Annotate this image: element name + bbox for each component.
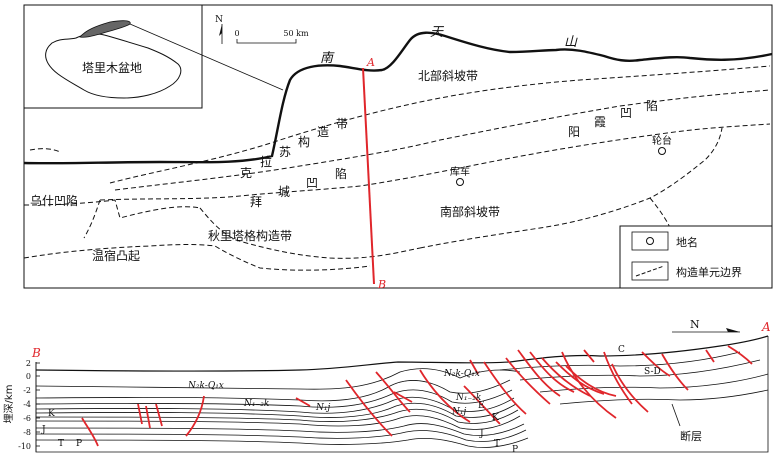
fault-leader-line <box>671 403 681 427</box>
place-luntai: 轮台 <box>652 134 672 155</box>
inset-map: 塔里木盆地 <box>23 4 284 109</box>
label-yangxia-3: 凹 <box>620 106 632 120</box>
fault-label: 断层 <box>680 429 702 443</box>
ytick-2: 2 <box>26 359 31 368</box>
label-yangxia-4: 陷 <box>646 98 658 113</box>
label-n1-2k-mid: N₁₋₂k <box>455 393 481 403</box>
label-k-left: K <box>48 409 55 419</box>
structural-unit-boundaries <box>23 65 771 271</box>
label-n1j-mid: N₁j <box>451 407 466 417</box>
map-section-start: A <box>366 56 375 69</box>
mountain-front-boundary <box>23 31 773 165</box>
scale-label: 50 km <box>283 29 309 38</box>
legend-frame <box>619 225 773 289</box>
label-baicheng-3: 凹 <box>306 176 318 190</box>
inset-frame <box>23 4 203 109</box>
map-frame <box>23 4 773 289</box>
section-north-label: N <box>690 318 700 331</box>
label-c-right: C <box>618 345 625 355</box>
label-p-mid: P <box>512 445 518 455</box>
map-section-end: B <box>377 278 386 291</box>
map-north-label: N <box>215 15 223 25</box>
section-end-a: A <box>761 320 771 334</box>
label-n2k-q1x-mid: N₂k-Q₁x <box>443 369 480 379</box>
label-t-left: T <box>58 439 64 449</box>
label-j-mid: J <box>479 429 484 439</box>
label-wensu: 温宿凸起 <box>92 248 140 263</box>
depth-axis: 2 0 -2 -4 -6 -8 -10 埋深/km <box>3 359 40 452</box>
place-kuqa: 库车 <box>450 165 470 186</box>
label-kela-4: 构 <box>298 134 310 149</box>
label-n1j-left: N₁j <box>315 403 330 413</box>
legend: 地名 构造单元边界 <box>619 225 773 289</box>
ytick-m4: -4 <box>23 400 31 409</box>
label-n2k-q1x-left: N₂k-Q₁x <box>187 381 224 391</box>
section-line-ab <box>362 67 375 285</box>
mountain-char-tian: 天 <box>430 25 445 40</box>
label-baicheng-4: 陷 <box>335 166 347 181</box>
legend-boundary-label: 构造单元边界 <box>676 265 742 279</box>
label-kela-6: 带 <box>336 117 348 131</box>
scale-bar: 0 50 km <box>234 29 309 44</box>
map-panel: 塔里木盆地 N 0 50 km 南 天 山 <box>23 4 773 291</box>
label-n1-2k-left: N₁₋₂k <box>243 399 269 409</box>
label-qiulitage: 秋里塔格构造带 <box>208 228 292 243</box>
label-baicheng-2: 城 <box>278 185 290 199</box>
faults <box>81 345 753 447</box>
ytick-m6: -6 <box>23 414 31 423</box>
label-wushi: 乌什凹陷 <box>30 193 78 208</box>
label-p-left: P <box>76 439 82 449</box>
mountain-char-shan: 山 <box>564 35 578 50</box>
ytick-m10: -10 <box>18 442 31 451</box>
ytick-m8: -8 <box>23 428 31 437</box>
legend-place-label: 地名 <box>676 235 698 249</box>
north-arrow: N <box>215 15 223 44</box>
label-kela-1: 克 <box>240 166 252 180</box>
label-yangxia-1: 阳 <box>568 125 580 139</box>
label-north-slope: 北部斜坡带 <box>418 68 478 83</box>
label-kela-5: 造 <box>317 125 329 139</box>
legend-place-symbol <box>646 237 654 245</box>
label-yangxia-2: 霞 <box>594 115 606 129</box>
unit-labels: 北部斜坡带 克 拉 苏 构 造 带 拜 城 凹 陷 阳 霞 凹 陷 乌什凹陷 温… <box>30 68 658 263</box>
label-j-left: J <box>41 425 46 435</box>
label-k-mid: K <box>492 413 499 423</box>
ytick-0: 0 <box>26 372 31 381</box>
depth-ticks: 2 0 -2 -4 -6 -8 -10 <box>18 359 31 451</box>
section-outline <box>35 336 769 453</box>
strata-labels: N₂k-Q₁x N₁₋₂k N₁j K J T P N₂k-Q₁x N₁₋₂k … <box>41 345 661 455</box>
label-south-slope: 南部斜坡带 <box>440 204 500 219</box>
cross-section-panel: N A B 2 0 -2 -4 -6 -8 -10 <box>3 318 771 455</box>
legend-boundary-symbol <box>635 265 665 277</box>
inset-leader-line <box>129 23 284 91</box>
depth-axis-label: 埋深/km <box>3 385 15 424</box>
label-e-mid: E <box>478 401 485 411</box>
label-kela-3: 苏 <box>279 145 291 159</box>
inset-label: 塔里木盆地 <box>82 61 142 75</box>
mountain-char-nan: 南 <box>320 51 335 66</box>
ytick-m2: -2 <box>23 386 31 395</box>
place-luntai-label: 轮台 <box>652 134 672 147</box>
label-t-mid: T <box>494 439 500 449</box>
place-kuqa-label: 库车 <box>450 165 470 178</box>
scale-zero: 0 <box>234 29 239 38</box>
label-baicheng-1: 拜 <box>250 195 262 209</box>
topographic-surface <box>35 335 769 372</box>
section-end-b: B <box>31 346 41 360</box>
label-sd-right: S-D <box>644 367 661 377</box>
label-kela-2: 拉 <box>260 154 272 169</box>
